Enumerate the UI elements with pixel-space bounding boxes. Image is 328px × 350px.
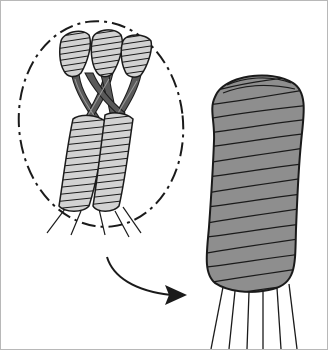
arrow-icon <box>107 257 187 305</box>
wrapped-bundle-icon <box>47 29 157 237</box>
enlarged-wrapped-strand-icon <box>207 75 311 349</box>
